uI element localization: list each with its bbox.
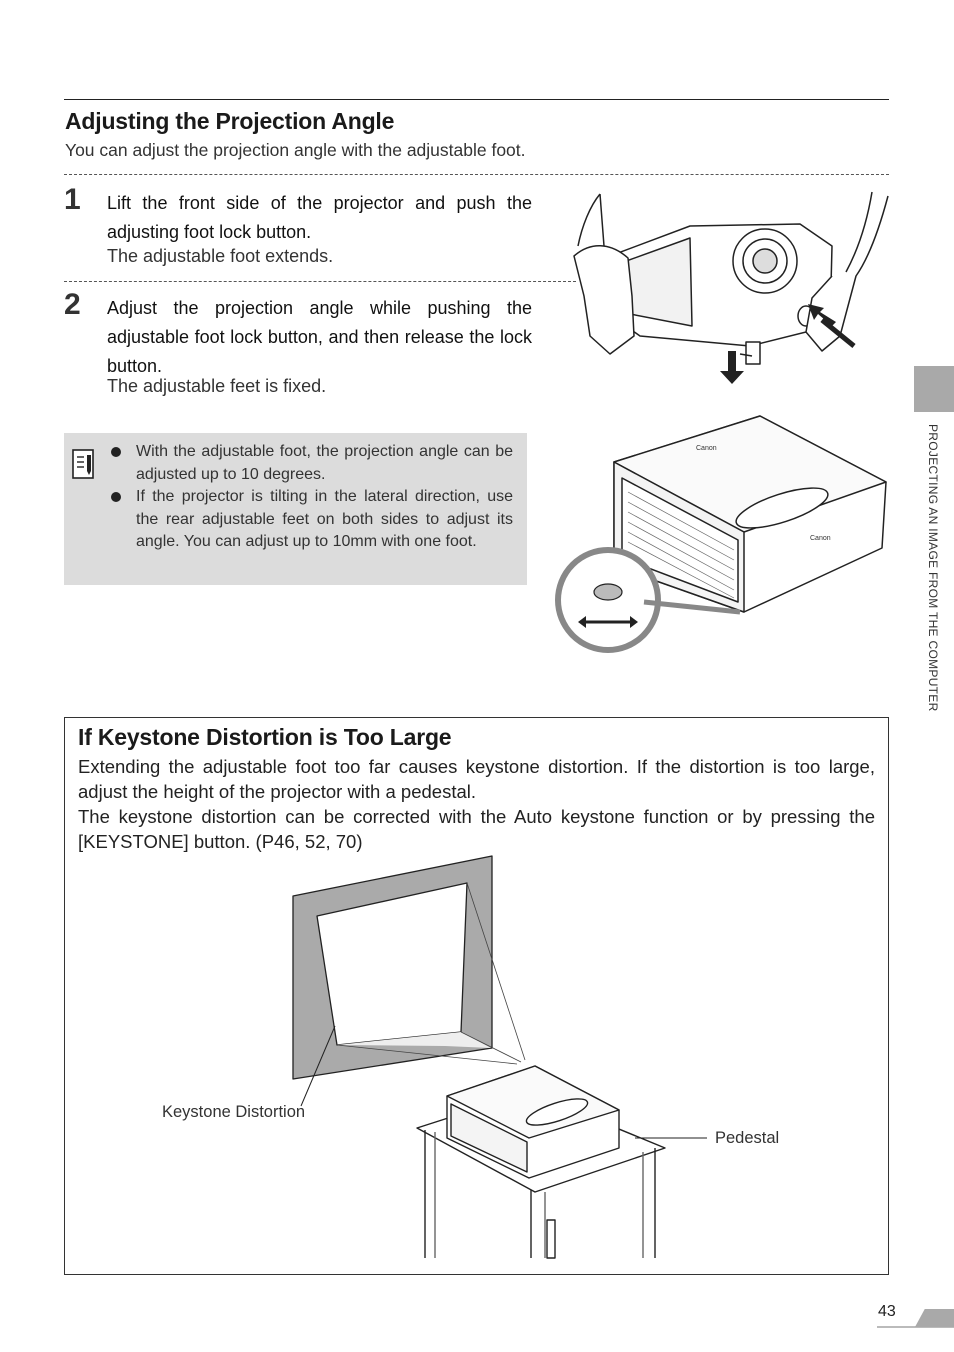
bullet [111, 492, 121, 502]
step-number-1: 1 [64, 183, 81, 216]
step-1-text: Lift the front side of the projector and… [107, 193, 532, 242]
dashed-divider [64, 174, 889, 175]
note-item-1: With the adjustable foot, the projection… [136, 443, 513, 483]
label-keystone-distortion: Keystone Distortion [162, 1103, 306, 1121]
bullet [111, 447, 121, 457]
chapter-tab [914, 366, 954, 412]
note-item-2: If the projector is tilting in the later… [136, 488, 513, 550]
projector-lifting-illustration [573, 191, 889, 384]
keystone-paragraph-1: Extending the adjustable foot too far ca… [78, 756, 875, 802]
keystone-box: If Keystone Distortion is Too Large Exte… [64, 717, 889, 1275]
keystone-paragraph-2: The keystone distortion can be corrected… [78, 806, 875, 852]
page-number-rule [877, 1326, 954, 1328]
step-2-text: Adjust the projection angle while pushin… [107, 298, 532, 376]
projector-foot-illustration: Canon Canon [555, 415, 887, 653]
brand-logo: Canon [810, 535, 831, 542]
step-number-2: 2 [64, 288, 81, 321]
note-box: With the adjustable foot, the projection… [64, 433, 527, 585]
brand-logo: Canon [696, 445, 717, 452]
section-intro: You can adjust the projection angle with… [65, 140, 526, 160]
keystone-illustration [292, 855, 707, 1259]
chapter-title: PROJECTING AN IMAGE FROM THE COMPUTER [926, 424, 940, 712]
step-1-result: The adjustable foot extends. [107, 246, 334, 266]
step-divider [64, 281, 576, 282]
label-pedestal: Pedestal [715, 1129, 780, 1147]
step-2-result: The adjustable feet is fixed. [107, 376, 327, 396]
keystone-title: If Keystone Distortion is Too Large [78, 724, 452, 750]
page-corner-tab [915, 1309, 954, 1327]
page-number: 43 [878, 1303, 896, 1320]
top-rule [64, 99, 889, 100]
section-title: Adjusting the Projection Angle [65, 108, 395, 134]
memo-note-icon [72, 449, 94, 479]
